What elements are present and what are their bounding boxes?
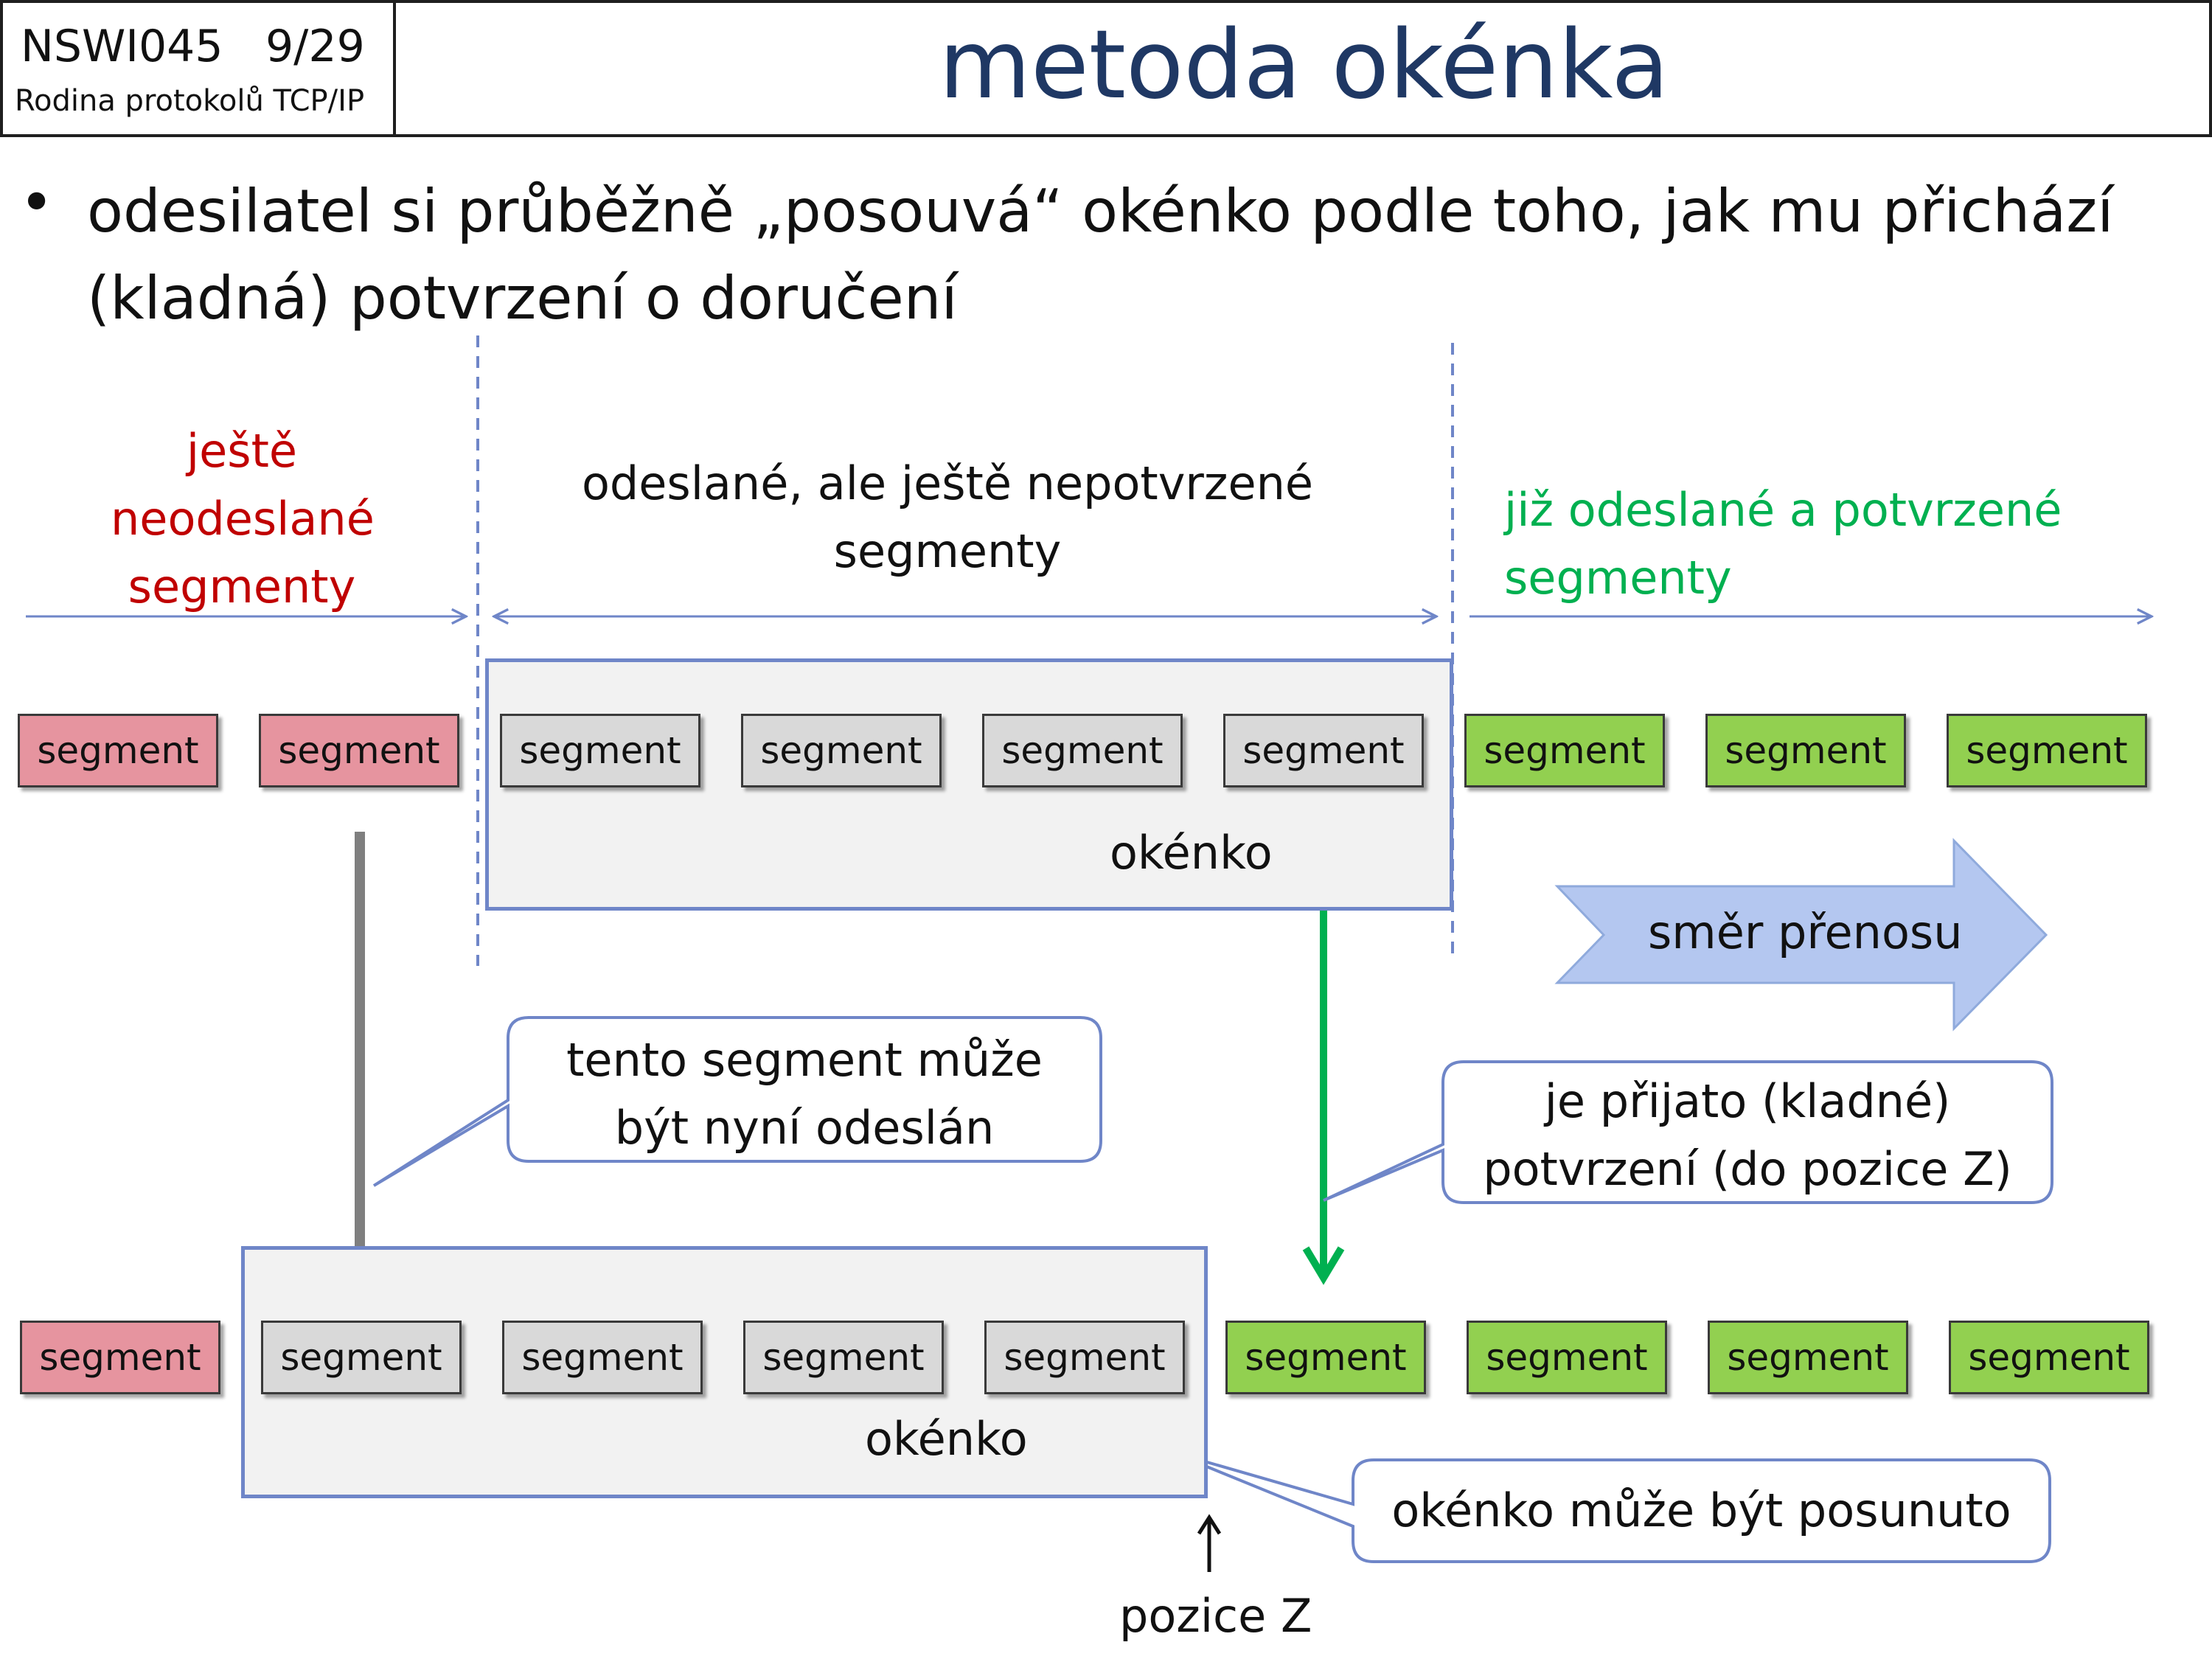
- segment-unsent: segment: [18, 714, 218, 787]
- segment-acked: segment: [1464, 714, 1665, 787]
- bullet-point-icon: •: [19, 168, 55, 237]
- segment-acked: segment: [1225, 1321, 1426, 1394]
- window-label-row1: okénko: [1110, 826, 1273, 880]
- segment-acked: segment: [1947, 714, 2147, 787]
- label-in-flight-line1: odeslané, ale ještě nepotvrzené: [581, 456, 1314, 510]
- label-unsent: ještě neodeslané segmenty: [111, 417, 375, 621]
- direction-arrow-label: směr přenosu: [1648, 905, 1963, 959]
- position-z-arrow-head: [1197, 1514, 1222, 1535]
- label-in-flight: odeslané, ale ještě nepotvrzené segmenty: [575, 450, 1320, 585]
- segment-unsent: segment: [259, 714, 459, 787]
- callout-window-moved-shape: [1168, 1450, 2051, 1563]
- header-box: [0, 0, 2212, 137]
- slide-title: metoda okénka: [939, 10, 1669, 120]
- label-acked: již odeslané a potvrzené segmenty: [1504, 476, 2168, 612]
- segment-in-flight: segment: [261, 1321, 462, 1394]
- segment-in-flight: segment: [502, 1321, 703, 1394]
- callout-ack-received: je přijato (kladné) potvrzení (do pozice…: [1443, 1068, 2052, 1203]
- segment-in-flight: segment: [741, 714, 942, 787]
- segment-acked: segment: [1467, 1321, 1667, 1394]
- window-label-row2: okénko: [865, 1412, 1028, 1466]
- direction-arrow-shape: [1554, 838, 2048, 1032]
- segment-in-flight: segment: [1223, 714, 1424, 787]
- header-divider: [393, 0, 396, 137]
- segment-acked: segment: [1708, 1321, 1908, 1394]
- header-subtitle: Rodina protokolů TCP/IP: [15, 84, 365, 118]
- segment-unsent: segment: [20, 1321, 220, 1394]
- label-unsent-line2: neodeslané: [111, 492, 375, 546]
- callout-can-send-line2: být nyní odeslán: [614, 1101, 995, 1155]
- label-unsent-line1: ještě: [186, 424, 298, 478]
- callout-can-send: tento segment může být nyní odeslán: [508, 1026, 1101, 1162]
- segment-in-flight: segment: [500, 714, 700, 787]
- label-unsent-line3: segmenty: [128, 560, 356, 613]
- label-acked-line2: segmenty: [1504, 551, 1732, 605]
- callout-can-send-shape: [372, 1016, 1102, 1187]
- segment-acked: segment: [1949, 1321, 2149, 1394]
- callout-ack-line1: je přijato (kladné): [1544, 1074, 1951, 1128]
- callout-can-send-line1: tento segment může: [566, 1033, 1043, 1087]
- bullet-text: odesilatel si průběžně „posouvá“ okénko …: [87, 177, 2114, 333]
- callout-window-moved: okénko může být posunuto: [1391, 1484, 2011, 1537]
- label-in-flight-line2: segmenty: [833, 524, 1062, 578]
- segment-in-flight: segment: [984, 1321, 1185, 1394]
- callout-ack-line2: potvrzení (do pozice Z): [1483, 1142, 2012, 1196]
- page-number: 9/29: [265, 21, 365, 72]
- segment-acked: segment: [1705, 714, 1906, 787]
- label-acked-line1: již odeslané a potvrzené: [1504, 483, 2062, 537]
- callout-ack-shape: [1323, 1060, 2053, 1204]
- course-code: NSWI045: [21, 21, 223, 72]
- ack-arrow-head: [1302, 1246, 1345, 1285]
- position-z-label: pozice Z: [1119, 1589, 1312, 1643]
- segment-in-flight: segment: [982, 714, 1183, 787]
- segment-in-flight: segment: [743, 1321, 944, 1394]
